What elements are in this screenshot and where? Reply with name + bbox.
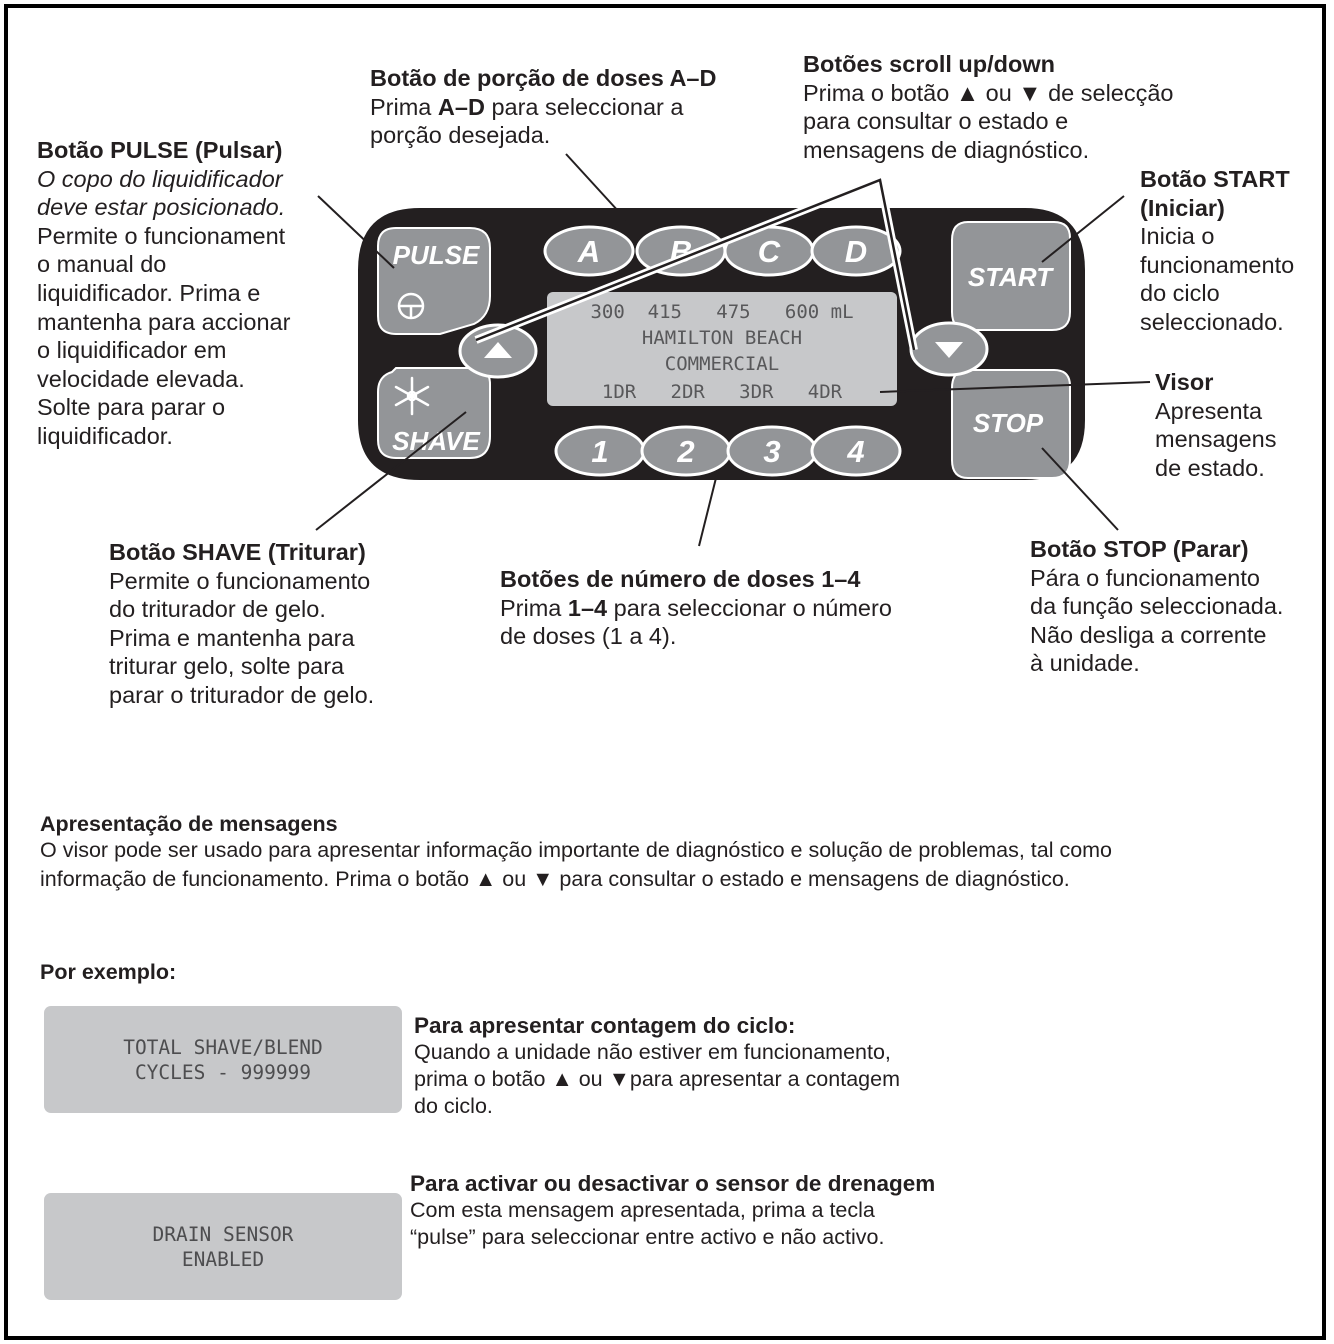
start-callout: Botão START (Iniciar) Inicia o funcionam… (1140, 166, 1295, 335)
start-label: START (968, 262, 1054, 292)
shave-callout-title: Botão SHAVE (Triturar) (109, 539, 366, 565)
pulse-callout: Botão PULSE (Pulsar) O copo do liquidifi… (37, 136, 337, 451)
pulse-label: PULSE (393, 240, 480, 270)
messages-body: O visor pode ser usado para apresentar i… (40, 838, 1113, 891)
scroll-callout: Botões scroll up/down Prima o botão ▲ ou… (803, 50, 1223, 164)
dose-button-3[interactable]: 3 (726, 425, 818, 477)
snowflake-icon (394, 376, 430, 416)
shave-label: SHAVE (392, 426, 480, 456)
doses-callout-title: Botões de número de doses 1–4 (500, 566, 861, 592)
stop-callout-title: Botão STOP (Parar) (1030, 536, 1249, 562)
lcd-line-3: COMMERCIAL (665, 353, 779, 375)
shave-callout: Botão SHAVE (Triturar) Permite o funcion… (109, 538, 439, 710)
svg-text:2: 2 (676, 434, 694, 469)
portion-callout-title: Botão de porção de doses A–D (370, 65, 717, 91)
portion-callout: Botão de porção de doses A–D Prima A–D p… (370, 64, 790, 150)
shave-button[interactable]: SHAVE (377, 367, 491, 459)
svg-text:4: 4 (846, 434, 864, 469)
dose-button-2[interactable]: 2 (640, 425, 732, 477)
lcd-line-4: 1DR 2DR 3DR 4DR (602, 381, 843, 403)
lcd-display: 300 415 475 600 mL HAMILTON BEACH COMMER… (547, 292, 897, 406)
down-arrow-icon (935, 342, 963, 358)
stop-button[interactable]: STOP (951, 369, 1071, 479)
portion-button-a[interactable]: A (543, 225, 635, 277)
visor-callout: Visor Apresenta mensagens de estado. (1155, 368, 1305, 482)
page-border (4, 4, 1326, 1340)
up-arrow-icon (484, 342, 512, 358)
dose-button-1[interactable]: 1 (554, 425, 646, 477)
doses-callout: Botões de número de doses 1–4 Prima 1–4 … (500, 565, 980, 651)
stop-label: STOP (973, 408, 1044, 438)
example-lcd-drain-sensor: DRAIN SENSOR ENABLED (44, 1193, 402, 1300)
messages-title: Apresentação de mensagens (40, 812, 338, 836)
dose-button-4[interactable]: 4 (810, 425, 902, 477)
pulse-button[interactable]: PULSE (377, 227, 491, 335)
svg-text:1: 1 (591, 434, 608, 469)
example-lcd-cycle-count: TOTAL SHAVE/BLEND CYCLES - 999999 (44, 1006, 402, 1113)
portion-button-d[interactable]: D (810, 225, 902, 277)
visor-callout-title: Visor (1155, 369, 1214, 395)
start-button[interactable]: START (951, 221, 1071, 331)
example-label: Por exemplo: (40, 960, 177, 984)
svg-text:D: D (845, 234, 867, 269)
leader-lines (315, 153, 1151, 547)
scroll-callout-title: Botões scroll up/down (803, 51, 1055, 77)
scroll-down-button[interactable] (909, 321, 989, 377)
example-drain-sensor-text: Para activar ou desactivar o sensor de d… (410, 1171, 936, 1249)
stop-callout: Botão STOP (Parar) Pára o funcionamento … (1030, 535, 1330, 678)
lcd-line-1: 300 415 475 600 mL (590, 301, 853, 323)
svg-text:3: 3 (763, 434, 780, 469)
pulse-callout-title: Botão PULSE (Pulsar) (37, 137, 283, 163)
pulse-icon (397, 292, 425, 320)
svg-text:C: C (758, 234, 781, 269)
svg-text:A: A (577, 234, 600, 269)
lcd-line-2: HAMILTON BEACH (642, 327, 802, 349)
example-cycle-count-text: Para apresentar contagem do ciclo: Quand… (414, 1013, 900, 1118)
